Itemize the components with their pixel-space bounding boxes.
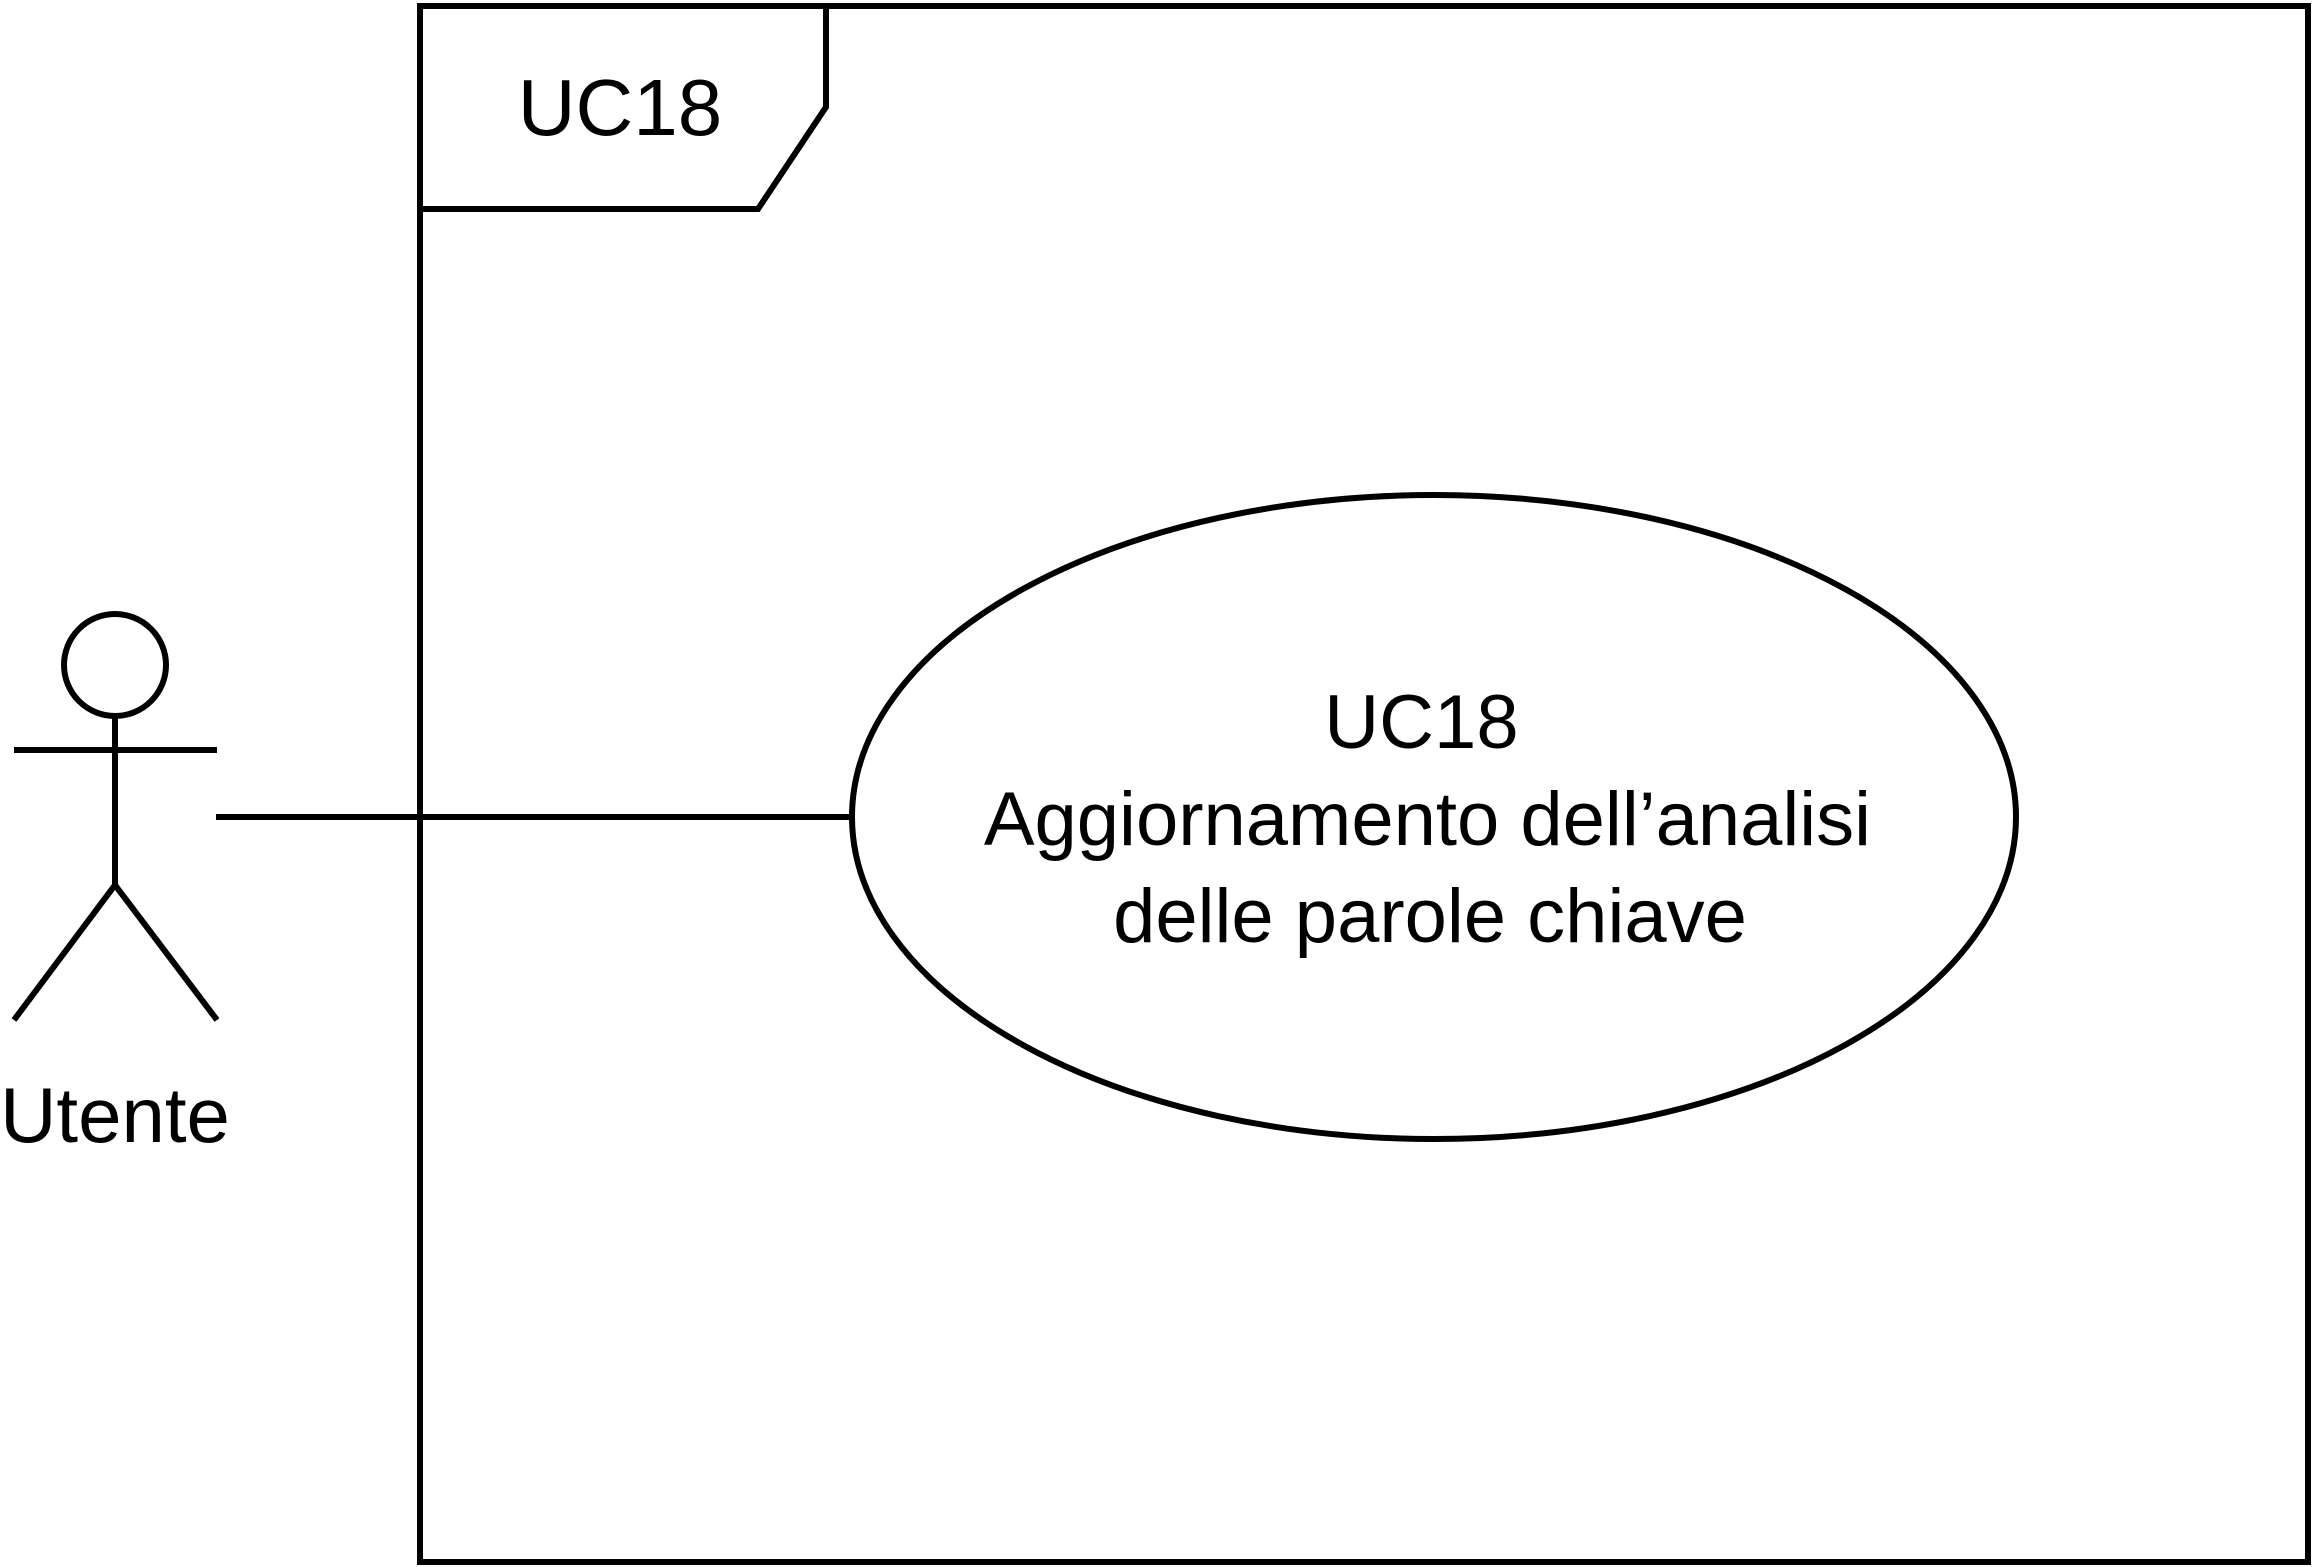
use-case-title-line-1: Aggiornamento dell’analisi — [984, 777, 1871, 862]
actor-head — [61, 611, 169, 719]
use-case-label: UC18 Aggiornamento dell’analisi delle pa… — [984, 680, 1892, 959]
use-case-ellipse — [849, 492, 2019, 1142]
actor-name-label: Utente — [0, 1071, 230, 1159]
frame-name-label: UC18 — [518, 63, 723, 152]
frame-name-tab — [420, 6, 829, 212]
actor-left-leg — [11, 883, 118, 1022]
actor-figure — [11, 611, 220, 1022]
system-boundary-frame — [417, 3, 2311, 1565]
use-case-id: UC18 — [1324, 680, 1518, 765]
use-case-title-line-2: delle parole chiave — [1113, 874, 1747, 959]
actor-right-leg — [112, 883, 220, 1022]
